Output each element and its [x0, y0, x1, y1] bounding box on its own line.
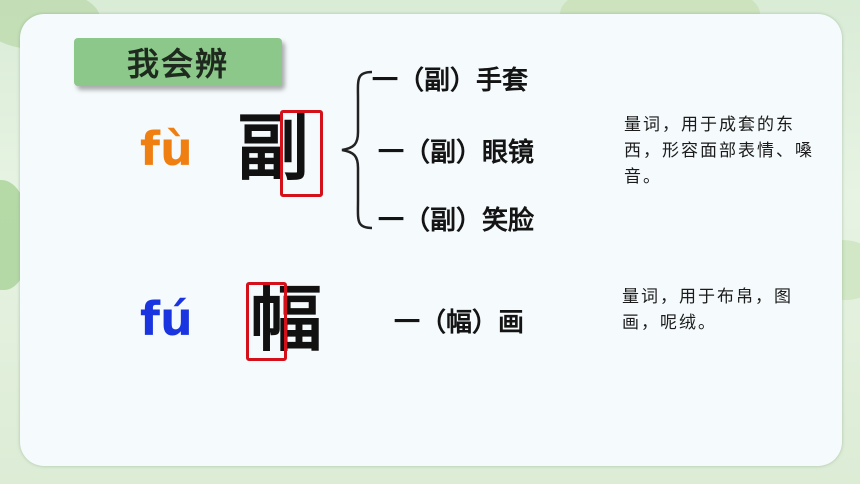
- phrase-shoutao: 一（副）手套: [372, 66, 529, 96]
- pinyin-fu2: fú: [140, 292, 193, 346]
- radical-highlight-box: [280, 110, 323, 197]
- radical-highlight-box: [246, 282, 287, 361]
- section-title-tag: 我会辨: [74, 38, 282, 86]
- curly-brace-icon: [341, 70, 373, 230]
- phrase-yanjing: 一（副）眼镜: [378, 138, 535, 168]
- phrase-hua: 一（幅）画: [394, 308, 525, 338]
- definition-fu2: 量词，用于布帛，图画，呢绒。: [622, 287, 793, 333]
- pinyin-fu4: fù: [140, 122, 193, 176]
- phrase-xiaolian: 一（副）笑脸: [378, 206, 535, 236]
- section-title: 我会辨: [126, 45, 229, 83]
- character-fu4: 副: [237, 105, 310, 190]
- definition-fu4: 量词，用于成套的东西，形容面部表情、嗓音。: [624, 115, 814, 187]
- content-card: [20, 14, 842, 466]
